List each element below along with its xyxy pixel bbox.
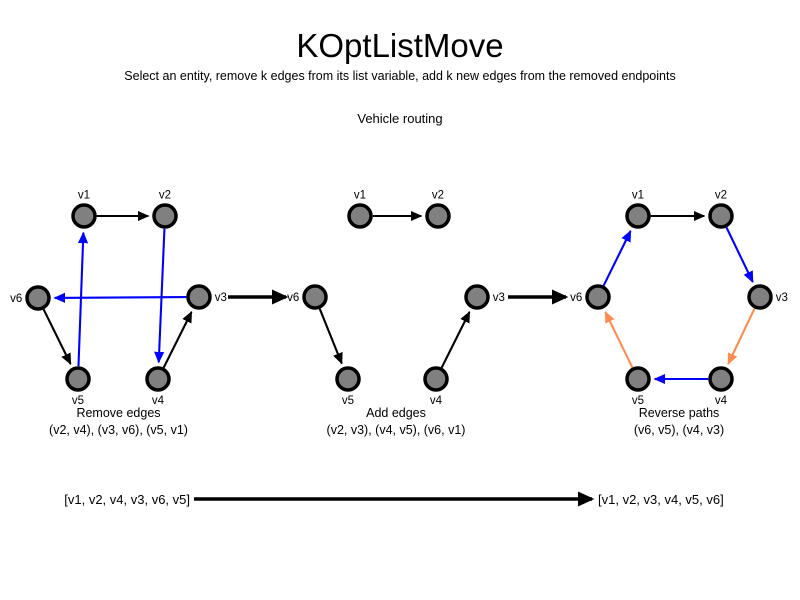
node-label-v5: v5 <box>342 395 354 407</box>
node-label-v2: v2 <box>715 189 727 201</box>
node-label-v4: v4 <box>152 395 165 407</box>
node-label-v6: v6 <box>10 293 22 305</box>
node-add-v5[interactable]: v5 <box>335 366 361 407</box>
node-label-v4: v4 <box>430 395 443 407</box>
node-label-v3: v3 <box>215 292 227 304</box>
node-circle <box>585 284 611 310</box>
node-label-v5: v5 <box>632 395 644 407</box>
node-add-v1[interactable]: v1 <box>347 189 373 229</box>
section-label: Vehicle routing <box>357 111 443 126</box>
edge-add-v4-v3 <box>440 310 471 369</box>
caption-sub-remove: (v2, v4), (v3, v6), (v5, v1) <box>49 423 188 437</box>
node-label-v2: v2 <box>159 189 171 201</box>
edge-remove-v2-v4 <box>154 228 166 364</box>
node-label-v5: v5 <box>72 395 84 407</box>
caption-main-remove: Remove edges <box>76 406 160 420</box>
node-label-v2: v2 <box>432 189 444 201</box>
caption-sub-reverse: (v6, v5), (v4, v3) <box>634 423 724 437</box>
node-label-v1: v1 <box>354 189 366 201</box>
node-circle <box>425 203 451 229</box>
node-circle <box>464 284 490 310</box>
node-add-v4[interactable]: v4 <box>423 366 449 407</box>
edge-reverse-v2-v3 <box>725 227 754 283</box>
caption-sub-add: (v2, v3), (v4, v5), (v6, v1) <box>327 423 466 437</box>
node-circle <box>347 203 373 229</box>
caption-main-add: Add edges <box>366 406 426 420</box>
node-circle <box>335 366 361 392</box>
node-circle <box>65 366 91 392</box>
node-label-v6: v6 <box>287 292 299 304</box>
edge-reverse-v6-v1 <box>602 229 632 287</box>
node-remove-v5[interactable]: v5 <box>65 366 91 407</box>
node-circle <box>145 366 171 392</box>
node-circle <box>25 285 51 311</box>
node-reverse-v6[interactable]: v6 <box>570 284 611 310</box>
edges-layer <box>42 210 756 385</box>
panel-captions-layer: Remove edges (v2, v4), (v3, v6), (v5, v1)… <box>49 406 724 437</box>
edge-remove-v4-v3 <box>162 310 193 369</box>
node-remove-v4[interactable]: v4 <box>145 366 171 407</box>
sequence-after: [v1, v2, v3, v4, v5, v6] <box>598 492 724 507</box>
node-circle <box>152 203 178 229</box>
node-label-v3: v3 <box>493 292 505 304</box>
node-remove-v3[interactable]: v3 <box>186 284 227 310</box>
nodes-layer: v1 v2 v3 v4 v5 v6 v1 v2 v3 v4 v5 v6 v1 v2 v3 v4 v5 v6 <box>10 189 788 407</box>
page-subtitle: Select an entity, remove k edges from it… <box>124 69 676 83</box>
edge-remove-v6-v5 <box>42 308 72 366</box>
node-reverse-v5[interactable]: v5 <box>625 366 651 407</box>
node-circle <box>625 203 651 229</box>
node-reverse-v3[interactable]: v3 <box>747 284 788 310</box>
node-add-v2[interactable]: v2 <box>425 189 451 229</box>
edge-remove-v5-v1 <box>77 231 89 367</box>
node-label-v6: v6 <box>570 292 582 304</box>
node-circle <box>708 366 734 392</box>
node-circle <box>423 366 449 392</box>
node-remove-v6[interactable]: v6 <box>10 285 51 311</box>
node-circle <box>625 366 651 392</box>
node-circle <box>186 284 212 310</box>
sequence-layer: [v1, v2, v4, v3, v6, v5] [v1, v2, v3, v4,… <box>64 491 724 507</box>
node-add-v6[interactable]: v6 <box>287 284 328 310</box>
node-reverse-v2[interactable]: v2 <box>708 189 734 229</box>
node-add-v3[interactable]: v3 <box>464 284 505 310</box>
node-remove-v1[interactable]: v1 <box>71 189 97 229</box>
node-circle <box>71 203 97 229</box>
edge-reverse-v3-v4 <box>727 308 756 365</box>
node-label-v3: v3 <box>776 292 788 304</box>
edge-add-v6-v5 <box>318 308 343 365</box>
sequence-before: [v1, v2, v4, v3, v6, v5] <box>64 492 190 507</box>
caption-main-reverse: Reverse paths <box>639 406 720 420</box>
page-title: KOptListMove <box>296 27 504 64</box>
node-circle <box>302 284 328 310</box>
edge-reverse-v5-v6 <box>604 311 634 369</box>
edge-remove-v3-v6 <box>53 292 187 303</box>
node-reverse-v4[interactable]: v4 <box>708 366 734 407</box>
node-remove-v2[interactable]: v2 <box>152 189 178 229</box>
node-label-v4: v4 <box>715 395 728 407</box>
node-reverse-v1[interactable]: v1 <box>625 189 651 229</box>
node-circle <box>708 203 734 229</box>
node-circle <box>747 284 773 310</box>
node-label-v1: v1 <box>632 189 644 201</box>
node-label-v1: v1 <box>78 189 90 201</box>
